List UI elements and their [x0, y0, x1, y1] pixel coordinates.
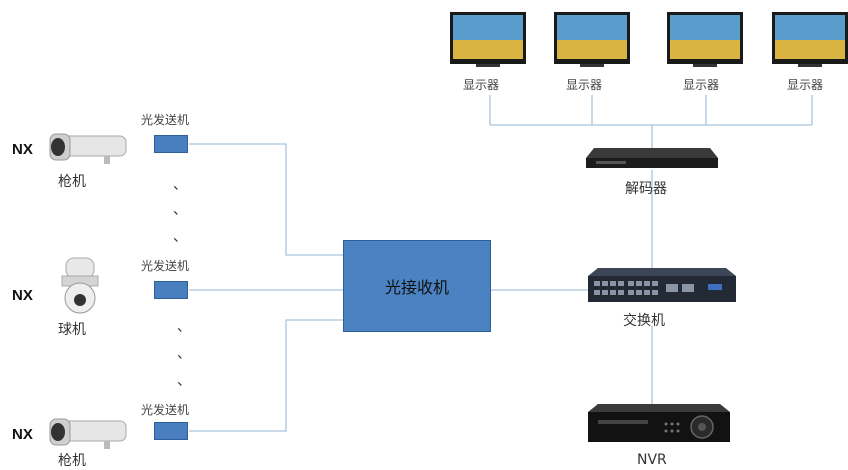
monitor-label-3: 显示器 [683, 78, 720, 92]
monitor-icon [772, 12, 848, 67]
optical-transmitter-2 [154, 281, 188, 299]
nvr-label: NVR [637, 452, 667, 468]
decoder-icon [586, 148, 718, 168]
nvr-icon [588, 404, 730, 442]
camera-label-1: 枪机 [58, 174, 86, 190]
transmitter-label-3: 光发送机 [141, 403, 190, 417]
monitor-4 [772, 10, 848, 70]
switch-label: 交换机 [623, 313, 665, 329]
optical-transmitter-3 [154, 422, 188, 440]
switch-device [588, 266, 736, 306]
bullet-camera-icon [49, 133, 127, 164]
monitor-1 [450, 10, 526, 70]
ellipsis-dot: 、 [177, 319, 191, 335]
switch-icon [588, 268, 736, 302]
transmitter-label-1: 光发送机 [141, 113, 190, 127]
monitor-icon [450, 12, 526, 67]
monitor-2 [554, 10, 630, 70]
ellipsis-dot: 、 [173, 202, 187, 218]
camera-prefix-3: NX [12, 426, 33, 443]
optical-receiver: 光接收机 [343, 240, 491, 332]
bullet-camera-3 [44, 415, 132, 451]
ellipsis-dot: 、 [177, 346, 191, 362]
camera-prefix-2: NX [12, 287, 33, 304]
dome-camera-icon [61, 257, 99, 314]
camera-prefix-1: NX [12, 141, 33, 158]
decoder-label: 解码器 [625, 181, 667, 197]
monitor-icon [667, 12, 743, 67]
nvr-device [588, 402, 730, 446]
camera-label-2: 球机 [58, 322, 86, 338]
bullet-camera-1 [44, 130, 132, 166]
monitor-label-1: 显示器 [463, 78, 500, 92]
optical-transmitter-1 [154, 135, 188, 153]
decoder-device [586, 146, 718, 170]
transmitter-label-2: 光发送机 [141, 259, 190, 273]
monitor-icon [554, 12, 630, 67]
monitor-3 [667, 10, 743, 70]
ellipsis-dot: 、 [177, 373, 191, 389]
dome-camera [58, 256, 102, 316]
camera-label-3: 枪机 [58, 453, 86, 469]
bullet-camera-icon [49, 418, 127, 449]
optical-receiver-label: 光接收机 [384, 278, 449, 297]
ellipsis-dot: 、 [173, 177, 187, 193]
monitor-label-4: 显示器 [787, 78, 824, 92]
ellipsis-dot: 、 [173, 229, 187, 245]
monitor-label-2: 显示器 [566, 78, 603, 92]
